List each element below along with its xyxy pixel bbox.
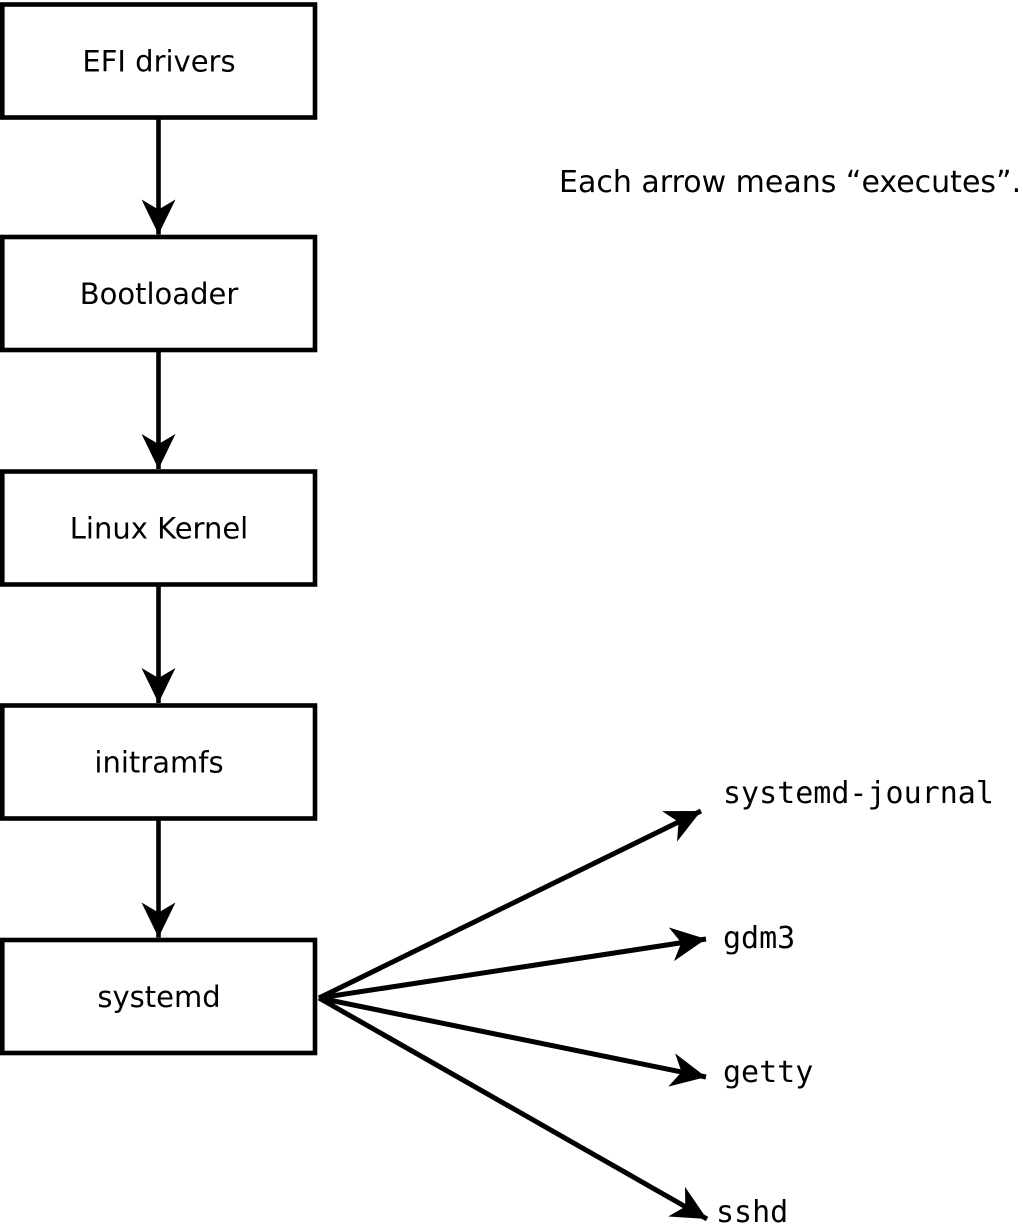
node-box [0,469,318,587]
node-box [0,703,318,821]
node-linux-kernel: Linux Kernel [0,469,318,587]
node-systemd: systemd [0,937,318,1056]
node-label: initramfs [94,746,223,780]
executes-arrow-systemd-to-sshd [317,995,709,1222]
node-box [0,2,318,120]
executes-arrow-systemd-to-getty [318,995,707,1087]
process-label-sshd: sshd [716,1195,788,1230]
process-label-getty: getty [723,1055,813,1090]
process-label-gdm3: gdm3 [723,921,795,956]
node-box [0,234,318,353]
node-label: Linux Kernel [70,512,248,546]
legend-note: Each arrow means “executes”. [559,165,1021,200]
executes-arrow-systemd-to-journal [317,808,703,1001]
node-initramfs: initramfs [0,703,318,821]
node-bootloader: Bootloader [0,234,318,353]
node-efi-drivers: EFI drivers [0,2,318,120]
node-label: EFI drivers [82,45,235,79]
executes-arrow-systemd-to-gdm3 [318,927,707,1001]
node-box [0,937,318,1056]
process-label-systemd-journal: systemd-journal [723,776,994,811]
node-label: Bootloader [80,277,239,311]
node-label: systemd [97,980,220,1014]
